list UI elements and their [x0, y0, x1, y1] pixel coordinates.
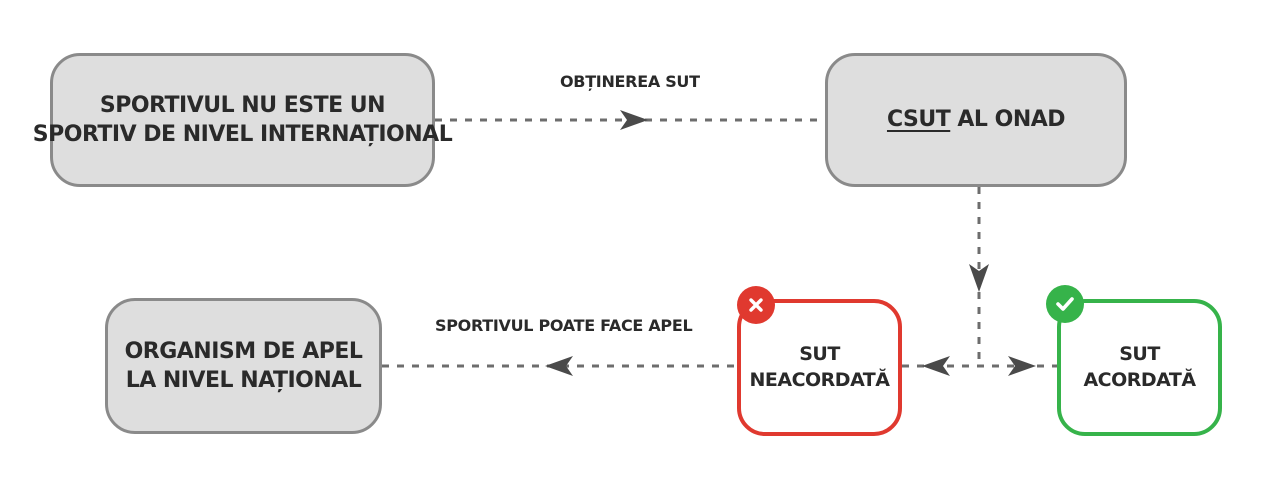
- x-icon: [737, 286, 775, 324]
- csut-label-rest: AL ONAD: [950, 107, 1066, 133]
- arrow-right-icon: [1008, 356, 1036, 376]
- appeal-body-line-1: ORGANISM DE APEL: [124, 338, 363, 364]
- csut-label: CSUT AL ONAD: [886, 105, 1066, 134]
- tue-denied-line-2: NEACORDATĂ: [749, 368, 890, 391]
- tue-granted-line-1: SUT: [1119, 343, 1160, 366]
- athlete-node: SPORTIVUL NU ESTE UN SPORTIV DE NIVEL IN…: [33, 53, 453, 187]
- csut-acronym: CSUT: [886, 107, 951, 133]
- obtain-tue-label: OBȚINEREA SUT: [560, 72, 700, 91]
- arrow-down-icon: [969, 264, 989, 292]
- tue-granted-node: SUT ACORDATĂ: [1057, 299, 1222, 436]
- athlete-line-1: SPORTIVUL NU ESTE UN: [99, 92, 386, 118]
- arrow-right-icon: [620, 110, 648, 130]
- arrow-left-icon: [922, 356, 950, 376]
- csut-node: CSUT AL ONAD: [825, 53, 1127, 187]
- tue-denied-line-1: SUT: [799, 343, 840, 366]
- athlete-line-2: SPORTIV DE NIVEL INTERNAȚIONAL: [32, 122, 453, 147]
- appeal-body-node: ORGANISM DE APEL LA NIVEL NAȚIONAL: [105, 298, 382, 434]
- tue-granted-line-2: ACORDATĂ: [1083, 368, 1196, 391]
- appeal-body-line-2: LA NIVEL NAȚIONAL: [125, 368, 362, 393]
- appeal-label: SPORTIVUL POATE FACE APEL: [435, 316, 693, 335]
- arrow-left-icon: [545, 356, 573, 376]
- check-icon: [1046, 285, 1084, 323]
